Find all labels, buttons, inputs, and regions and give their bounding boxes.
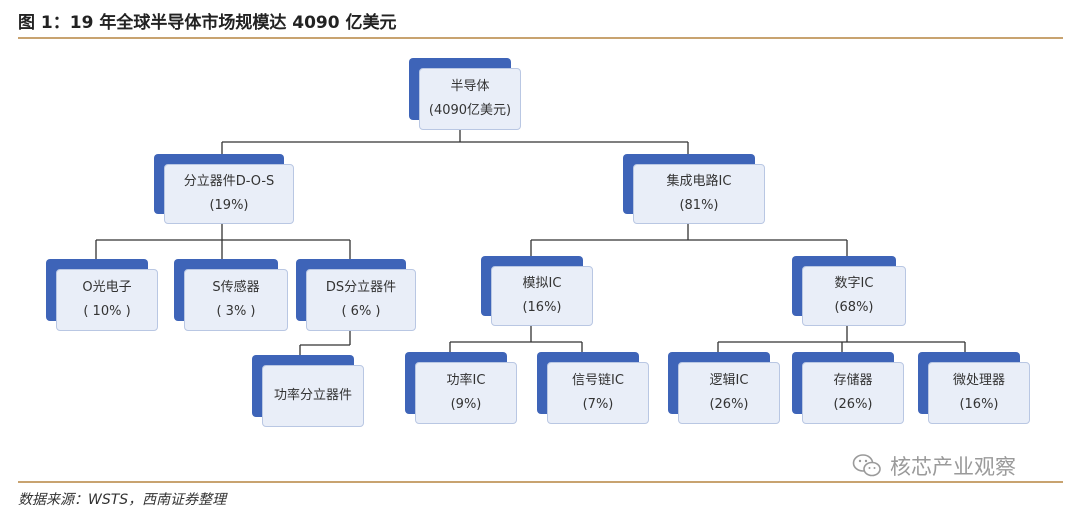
node-label: S传感器 — [212, 280, 260, 295]
node-optoelectronics: O光电子 ( 10% ) — [46, 259, 158, 331]
node-value: (68%) — [834, 300, 874, 315]
bottom-divider — [18, 481, 1063, 483]
watermark: 核芯产业观察 — [852, 451, 1016, 481]
source-note: 数据来源：WSTS，西南证券整理 — [18, 492, 227, 508]
node-value: (81%) — [679, 198, 719, 213]
node-memory: 存储器 (26%) — [792, 352, 904, 424]
node-value: ( 3% ) — [216, 304, 256, 319]
node-semiconductor: 半导体 (4090亿美元) — [409, 58, 521, 130]
node-value: ( 6% ) — [341, 304, 381, 319]
node-label: 逻辑IC — [709, 373, 749, 388]
wechat-icon — [852, 454, 881, 477]
node-label: 半导体 — [450, 79, 490, 94]
node-label: 分立器件D-O-S — [183, 174, 275, 189]
node-value: (26%) — [833, 397, 873, 412]
node-power-ic: 功率IC (9%) — [405, 352, 517, 424]
node-integrated-circuit: 集成电路IC (81%) — [623, 154, 765, 224]
node-label: 数字IC — [834, 276, 874, 291]
node-ds-discrete: DS分立器件 ( 6% ) — [296, 259, 416, 331]
node-value: (19%) — [209, 198, 249, 213]
node-label: 模拟IC — [522, 276, 562, 291]
top-divider — [18, 37, 1063, 39]
node-power-discrete: 功率分立器件 — [252, 355, 364, 427]
figure-title: 图 1：19 年全球半导体市场规模达 4090 亿美元 — [18, 13, 397, 33]
node-value: (16%) — [522, 300, 562, 315]
node-label: 微处理器 — [952, 373, 1005, 388]
node-value: (26%) — [709, 397, 749, 412]
node-value: (7%) — [582, 397, 614, 412]
node-value: (16%) — [959, 397, 999, 412]
node-value: (9%) — [450, 397, 482, 412]
node-logic-ic: 逻辑IC (26%) — [668, 352, 780, 424]
node-value: (4090亿美元) — [428, 103, 512, 118]
watermark-text: 核芯产业观察 — [890, 455, 1016, 479]
node-microprocessor: 微处理器 (16%) — [918, 352, 1030, 424]
node-analog-ic: 模拟IC (16%) — [481, 256, 593, 326]
node-label: 功率IC — [446, 373, 486, 388]
node-value: ( 10% ) — [83, 304, 131, 319]
node-label: 存储器 — [833, 373, 873, 388]
node-label: DS分立器件 — [325, 280, 397, 295]
node-label: 集成电路IC — [666, 174, 732, 189]
node-label: 功率分立器件 — [273, 388, 352, 403]
node-digital-ic: 数字IC (68%) — [792, 256, 906, 326]
node-label: O光电子 — [82, 280, 132, 295]
node-sensor: S传感器 ( 3% ) — [174, 259, 288, 331]
node-label: 信号链IC — [572, 373, 624, 388]
node-signal-chain-ic: 信号链IC (7%) — [537, 352, 649, 424]
node-discrete-devices: 分立器件D-O-S (19%) — [154, 154, 294, 224]
